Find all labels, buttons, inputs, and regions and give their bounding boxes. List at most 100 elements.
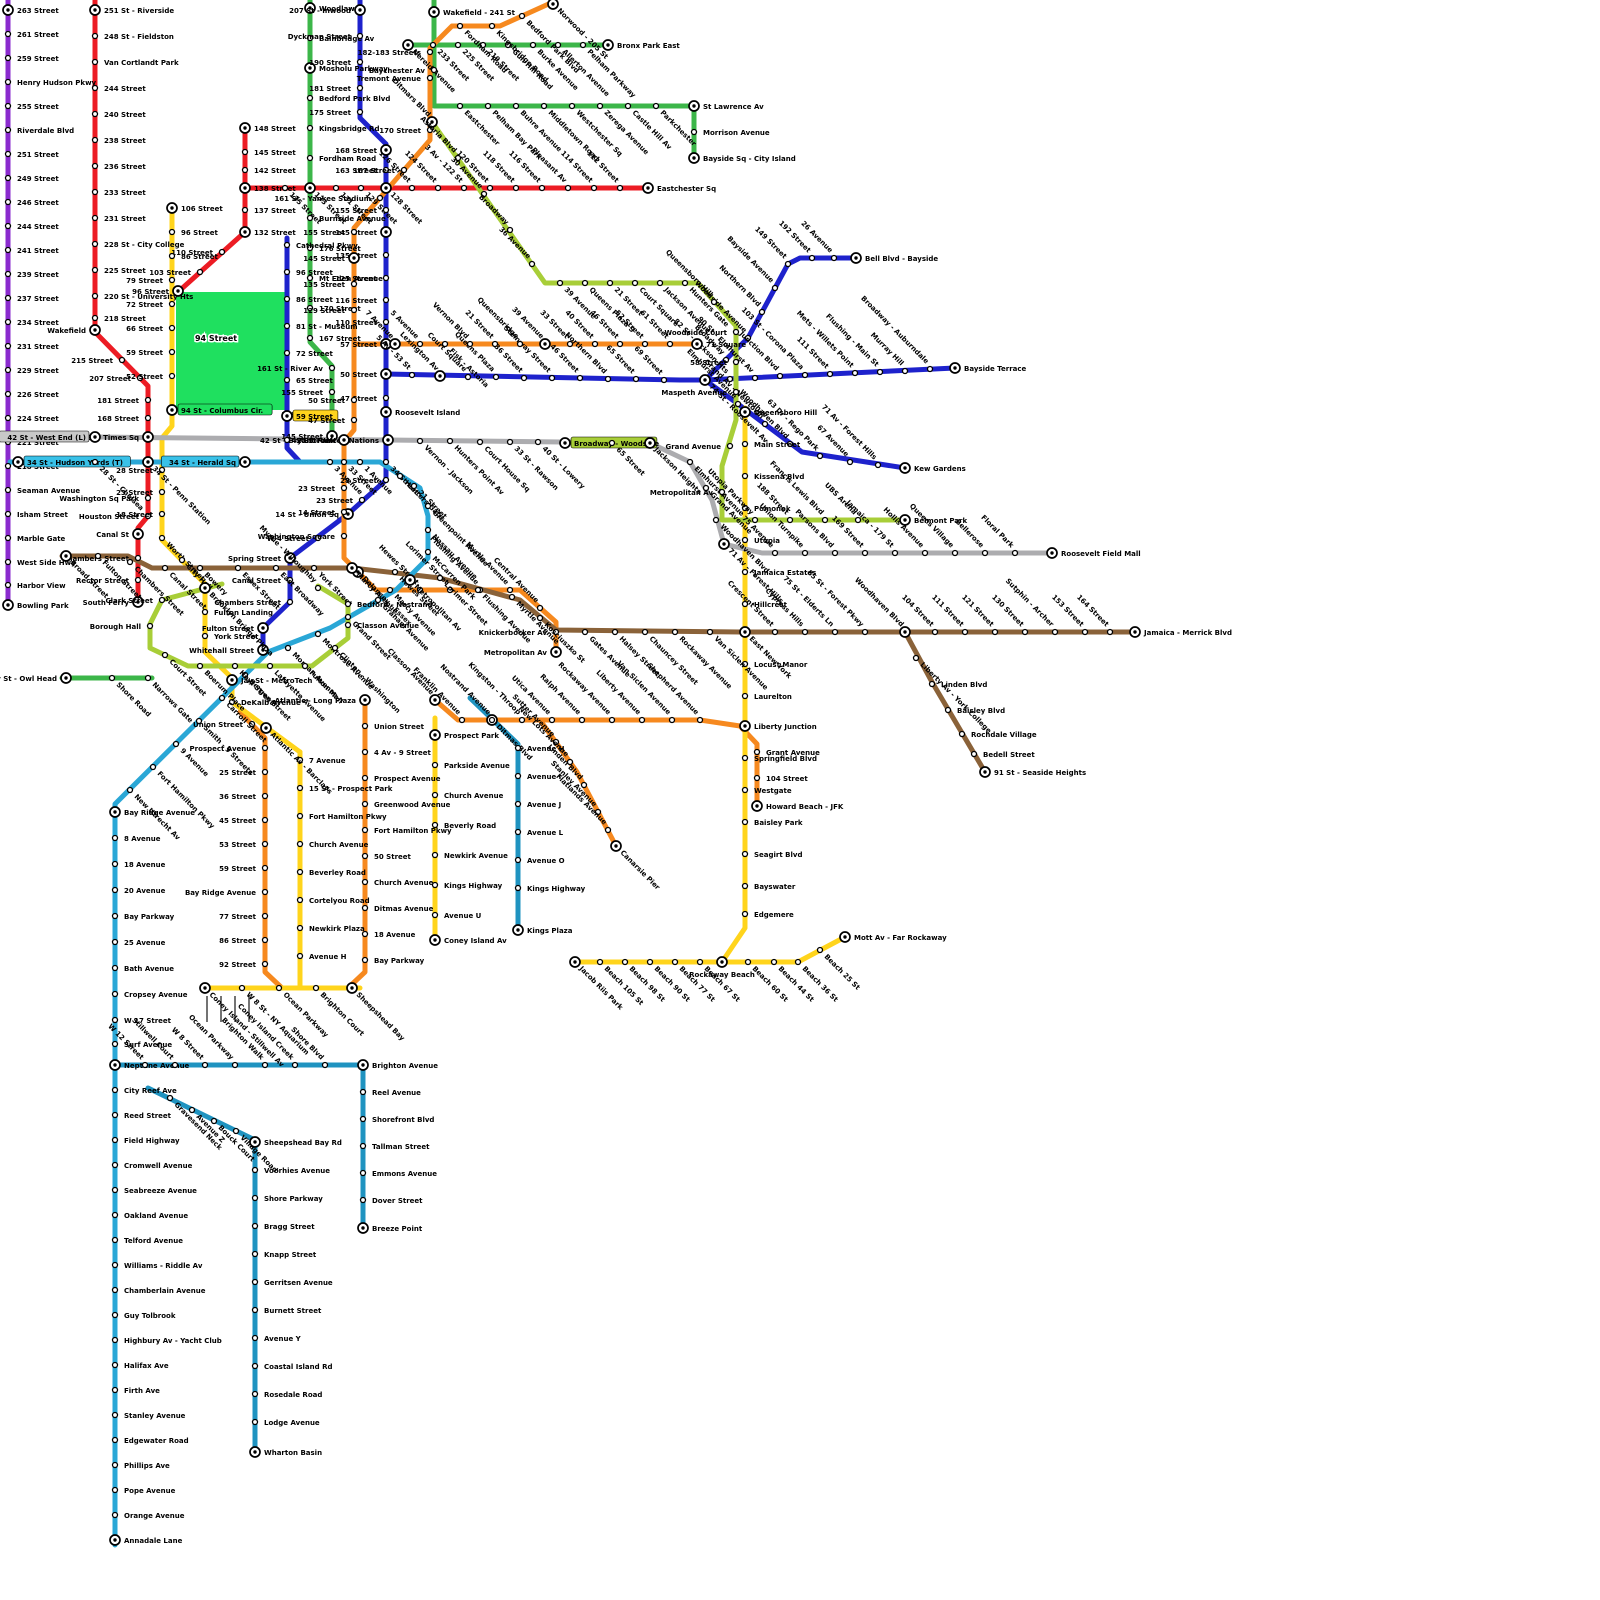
station-79-street[interactable]: 79 Street — [126, 276, 176, 285]
station-cathedral-pkwy[interactable]: Cathedral Pkwy — [283, 241, 359, 250]
station-prospect-avenue[interactable]: Prospect Avenue — [361, 774, 441, 783]
station-96-street[interactable]: 96 Street — [283, 268, 334, 277]
station-st-lawrence-av[interactable]: St Lawrence Av — [688, 100, 764, 112]
station-53-street[interactable]: 53 Street — [219, 840, 269, 849]
station-vernon-jackson[interactable]: Vernon - Jackson — [416, 437, 475, 497]
station-231-street[interactable]: 231 Street — [4, 342, 60, 351]
station-42-st-bryant-park[interactable]: 42 St - Bryant Park — [260, 434, 350, 446]
station-bayside-terrace[interactable]: Bayside Terrace — [949, 362, 1027, 374]
station-249-street[interactable]: 249 Street — [4, 174, 60, 183]
station-261-street[interactable]: 261 Street — [4, 30, 60, 39]
station-west-side-hwy[interactable]: West Side Hwy — [4, 558, 77, 567]
station-bay-parkway[interactable]: Bay Parkway — [111, 912, 175, 921]
station-canarsie-pier[interactable]: Canarsie Pier — [610, 840, 662, 892]
station-233-street[interactable]: 233 Street — [91, 188, 147, 197]
station-sheepshead-bay-rd[interactable]: Sheepshead Bay Rd — [249, 1136, 342, 1148]
station-bainbridge-av[interactable]: Bainbridge Av — [306, 34, 375, 43]
station-henry-hudson-pkwy[interactable]: Henry Hudson Pkwy — [4, 78, 97, 87]
station-175-street[interactable]: 175 Street — [309, 108, 364, 117]
station-26-avenue[interactable]: 26 Avenue — [799, 220, 838, 262]
station-106-street[interactable]: 106 Street — [166, 202, 223, 214]
station-bronx-park-east[interactable]: Bronx Park East — [602, 39, 680, 51]
station-110-street[interactable]: 110 Street — [171, 248, 226, 257]
station-annadale-lane[interactable]: Annadale Lane — [109, 1534, 183, 1546]
station-255-street[interactable]: 255 Street — [4, 102, 60, 111]
station-brighton-avenue[interactable]: Brighton Avenue — [357, 1059, 438, 1071]
station-grand-avenue[interactable]: Grand Avenue — [665, 442, 734, 451]
station-bath-avenue[interactable]: Bath Avenue — [111, 964, 175, 973]
station-chambers-street[interactable]: Chambers Street — [214, 598, 294, 607]
station-18-avenue[interactable]: 18 Avenue — [361, 930, 416, 939]
station-wharton-basin[interactable]: Wharton Basin — [249, 1446, 322, 1458]
station-244-street[interactable]: 244 Street — [91, 84, 147, 93]
station-beverley-road[interactable]: Beverley Road — [296, 868, 366, 877]
station-woodside-court[interactable]: Woodside Court — [664, 328, 740, 337]
station-244-street[interactable]: 244 Street — [4, 222, 60, 231]
station-231-street[interactable]: 231 Street — [91, 214, 147, 223]
station-135-street[interactable]: 135 Street — [303, 280, 358, 289]
station-jamaica-estates[interactable]: Jamaica Estates — [741, 568, 817, 577]
station-81-st-museum[interactable]: 81 St - Museum — [283, 322, 358, 331]
station-guy-tolbrook[interactable]: Guy Tolbrook — [111, 1311, 176, 1320]
station-kings-highway[interactable]: Kings Highway — [514, 884, 586, 893]
station-25-street[interactable]: 25 Street — [219, 768, 269, 777]
station-50-street[interactable]: 50 Street — [340, 368, 392, 380]
station-knapp-street[interactable]: Knapp Street — [251, 1250, 317, 1259]
station-wakefield[interactable]: Wakefield — [47, 324, 101, 336]
station-263-street[interactable]: 263 Street — [2, 4, 59, 16]
station-hillcrest[interactable]: Hillcrest — [741, 600, 788, 609]
station-atlantic-long-plaza[interactable]: Atlantic - Long Plaza — [275, 694, 371, 706]
station-86-street[interactable]: 86 Street — [283, 295, 334, 304]
station-voorhies-avenue[interactable]: Voorhies Avenue — [251, 1166, 331, 1175]
station-buhre-avenue[interactable]: Buhre Avenue — [512, 102, 564, 154]
station-kissena-blvd[interactable]: Kissena Blvd — [741, 472, 805, 481]
station-marble-gate[interactable]: Marble Gate — [4, 534, 66, 543]
station-246-street[interactable]: 246 Street — [4, 198, 60, 207]
station-218-street[interactable]: 218 Street — [91, 314, 147, 323]
station-220-st-university-hts[interactable]: 220 St - University Hts — [91, 292, 194, 301]
station-newkirk-avenue[interactable]: Newkirk Avenue — [431, 851, 509, 860]
station-239-street[interactable]: 239 Street — [4, 270, 60, 279]
station-union-street[interactable]: Union Street — [193, 720, 256, 729]
station-125-street[interactable]: 125 Street — [335, 274, 390, 283]
station-238-street[interactable]: 238 Street — [91, 136, 147, 145]
station-18-avenue[interactable]: 18 Avenue — [111, 860, 166, 869]
station-mt-eden-avenue[interactable]: Mt Eden Avenue — [306, 274, 384, 283]
station-251-st-riverside[interactable]: 251 St - Riverside — [89, 4, 174, 16]
station-knickerbocker-av[interactable]: Knickerbocker Av — [479, 628, 560, 637]
station-metropolitan-av[interactable]: Metropolitan Av — [650, 488, 726, 497]
station-kingsbridge-rd[interactable]: Kingsbridge Rd — [306, 124, 380, 133]
station-whitehall-street[interactable]: Whitehall Street — [189, 644, 269, 656]
station-bedford-nostrand[interactable]: Bedford - Nostrand — [344, 600, 433, 609]
station-86-street[interactable]: 86 Street — [168, 252, 219, 261]
station-telford-avenue[interactable]: Telford Avenue — [111, 1236, 184, 1245]
station-wakefield-241-st[interactable]: Wakefield - 241 St — [428, 6, 516, 18]
station-86-street[interactable]: 86 Street — [219, 936, 269, 945]
station-avenue-h[interactable]: Avenue H — [296, 952, 347, 961]
station-williams-riddle-av[interactable]: Williams - Riddle Av — [111, 1261, 203, 1270]
station-w-4-street[interactable]: W 4 Street — [267, 534, 322, 543]
station-23-street[interactable]: 23 Street — [298, 484, 348, 493]
station-union-street[interactable]: Union Street — [361, 722, 425, 731]
station-161-st-river-av[interactable]: 161 St - River Av — [257, 364, 336, 373]
station-bay-ridge-avenue[interactable]: Bay Ridge Avenue — [185, 888, 269, 897]
station-laurelton[interactable]: Laurelton — [741, 692, 792, 701]
station-utopia[interactable]: Utopia — [741, 536, 781, 545]
station-shore-parkway[interactable]: Shore Parkway — [251, 1194, 324, 1203]
station-fordham-road[interactable]: Fordham Road — [306, 154, 377, 163]
station-ubs-arena[interactable]: UBS Arena — [823, 481, 862, 524]
station-bayside-sq-city-island[interactable]: Bayside Sq - City Island — [688, 152, 796, 164]
station-spring-street[interactable]: Spring Street — [228, 552, 296, 564]
station-rockaway-beach[interactable]: Rockaway Beach — [689, 956, 755, 979]
station-coastal-island-rd[interactable]: Coastal Island Rd — [251, 1362, 333, 1371]
station-dover-street[interactable]: Dover Street — [359, 1196, 424, 1205]
station-155-street[interactable]: 155 Street — [303, 228, 358, 237]
station-rochdale-village[interactable]: Rochdale Village — [958, 730, 1037, 739]
station-edgemere[interactable]: Edgemere — [741, 910, 795, 919]
station-field-highway[interactable]: Field Highway — [111, 1136, 181, 1145]
station-nostrand-avenue[interactable]: Nostrand Avenue — [439, 663, 498, 726]
station-bayswater[interactable]: Bayswater — [741, 882, 796, 891]
station-prospect-park[interactable]: Prospect Park — [429, 729, 499, 741]
station-18-street[interactable]: 18 Street — [116, 510, 166, 519]
station-avenue-y[interactable]: Avenue Y — [251, 1334, 302, 1343]
